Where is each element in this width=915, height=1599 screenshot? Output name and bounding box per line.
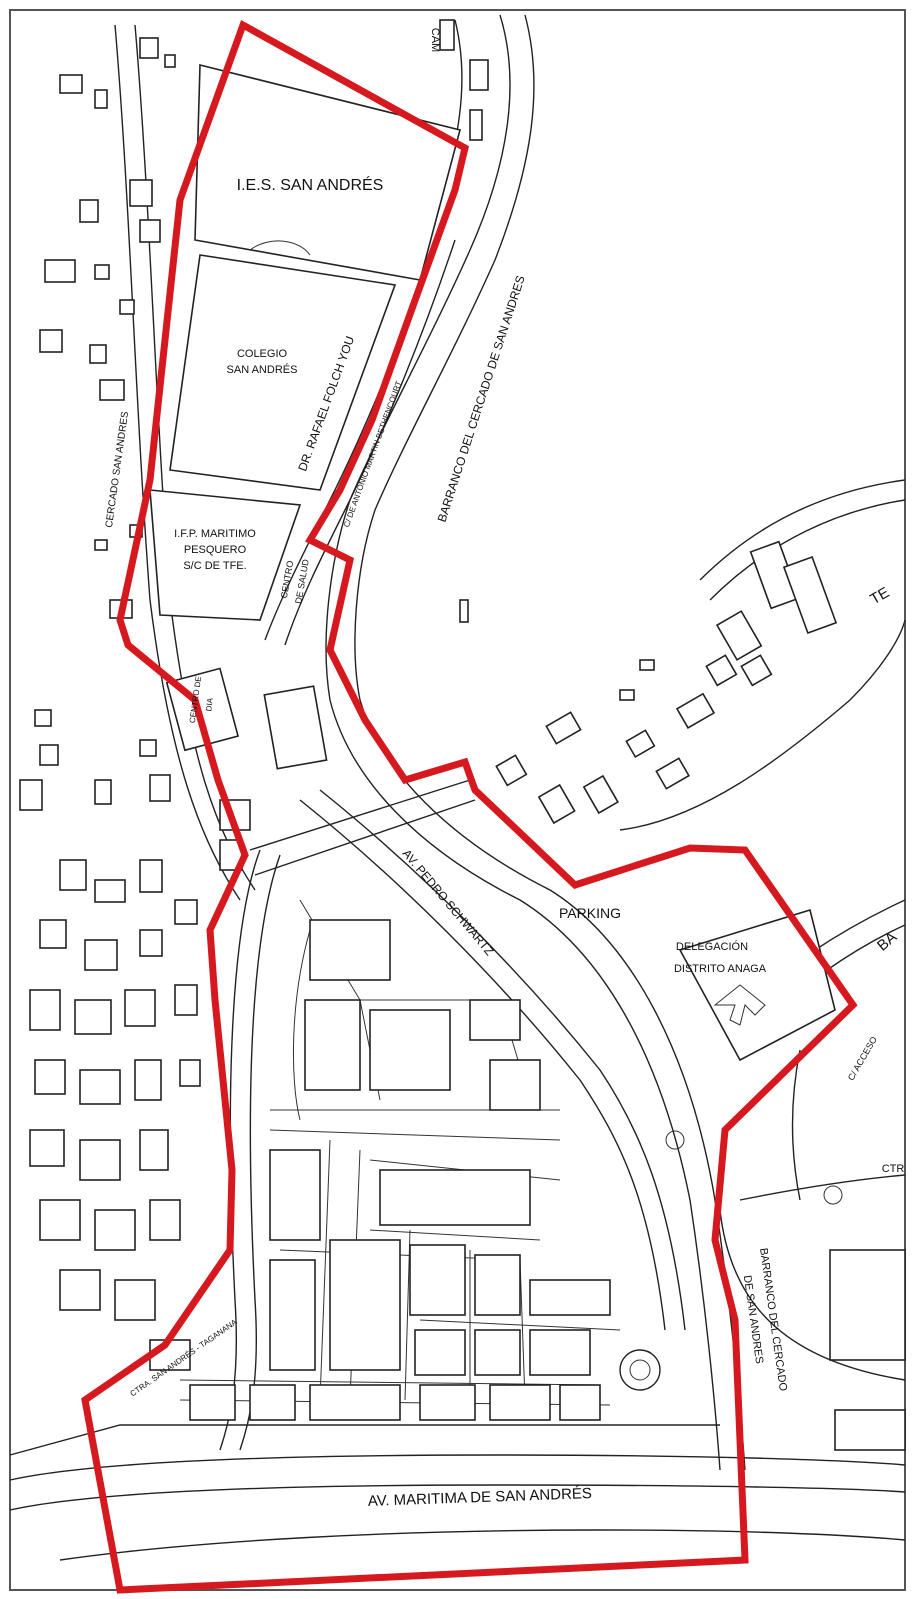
buildings (19, 19, 906, 1451)
label-centro-salud-1: CENTRO (279, 560, 295, 599)
label-camino: CAM (429, 28, 441, 52)
label-delegacion-2: DISTRITO ANAGA (674, 963, 767, 975)
label-acceso: C/ ACCESO (846, 1035, 879, 1082)
colegio-plot (169, 254, 397, 491)
label-av-maritima: AV. MARITIMA DE SAN ANDRÉS (367, 1485, 592, 1510)
label-centro-salud-2: DE SALUD (293, 558, 311, 605)
label-ies: I.E.S. SAN ANDRÉS (237, 175, 384, 194)
label-colegio-1: COLEGIO (237, 348, 288, 360)
ifp-plot (149, 489, 302, 621)
label-ifp-2: PESQUERO (184, 544, 247, 556)
delegacion-plot (678, 908, 836, 1062)
label-te: TE (867, 584, 892, 608)
ies-plot (194, 63, 461, 281)
label-ifp-3: S/C DE TFE. (183, 560, 246, 572)
label-barranco-1: BARRANCO DEL CERCADO DE SAN ANDRES (435, 274, 528, 524)
label-delegacion-1: DELEGACIÓN (676, 940, 748, 953)
label-barranco-2b: DE SAN ANDRES (741, 1275, 765, 1365)
label-centro-dia-2: DIA (204, 697, 215, 712)
label-pedro-schwartz: AV. PEDRO SCHWARTZ (400, 847, 497, 959)
label-parking: PARKING (559, 905, 621, 921)
label-cercado: CERCADO SAN ANDRES (104, 411, 131, 529)
map-frame (9, 9, 906, 1591)
label-ctr: CTR (882, 1163, 905, 1175)
label-ifp-1: I.F.P. MARITIMO (174, 528, 256, 540)
label-ba: BA (874, 929, 900, 955)
zone-boundary (81, 19, 858, 1594)
centro-salud-building (263, 685, 328, 770)
label-colegio-2: SAN ANDRÉS (227, 363, 298, 376)
label-barranco-2a: BARRANCO DEL CERCADO (757, 1247, 789, 1392)
